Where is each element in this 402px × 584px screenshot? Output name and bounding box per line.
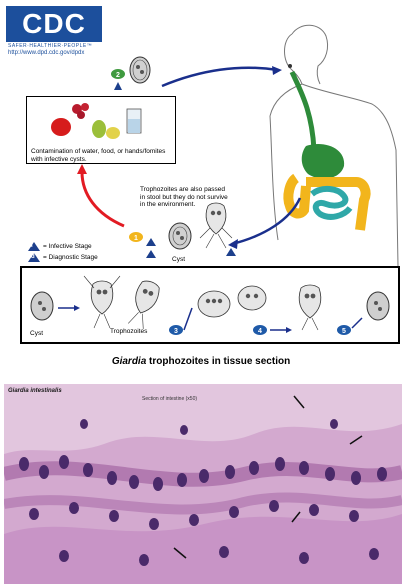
- legend: i = Infective Stage d = Diagnostic Stage: [28, 242, 98, 262]
- micrograph-label: Giardia intestinalis: [8, 388, 62, 394]
- infective-marker-top: [114, 82, 122, 90]
- stomach: [302, 144, 344, 179]
- cycle-illustration: 3 4 5: [22, 268, 398, 342]
- cycle-cyst-right: [367, 292, 389, 320]
- step-2-label: 2: [116, 72, 120, 79]
- diagnostic-marker-2: [146, 250, 156, 258]
- cycle-panel: 3 4 5: [20, 266, 400, 344]
- cycle-dividing-1: [198, 291, 230, 317]
- arrow-ingestion: [162, 68, 278, 86]
- cycle-trophozoite-2: [125, 278, 162, 330]
- cycle-dividing-2: [238, 286, 266, 310]
- step-1-label: 1: [134, 235, 138, 242]
- food-water-illustration: [27, 97, 175, 147]
- legend-diagnostic: d = Diagnostic Stage: [28, 253, 98, 262]
- cycle-trophozoite-1: [84, 276, 120, 328]
- micrograph: [4, 384, 402, 584]
- photo-title: Giardia trophozoites in tissue section: [0, 356, 402, 367]
- cycle-trophozoites-label: Trophozoites: [110, 328, 147, 335]
- legend-infective: i = Infective Stage: [28, 242, 98, 251]
- cycle-trophozoite-3: [299, 285, 321, 330]
- cycle-cyst-label: Cyst: [30, 330, 43, 337]
- cyst-top: [130, 57, 150, 83]
- diagnostic-stage-icon: d: [28, 253, 40, 262]
- esophagus: [292, 72, 314, 150]
- infective-stage-icon: i: [28, 242, 40, 251]
- step-3-label: 3: [174, 328, 178, 335]
- cycle-cyst-left: [31, 292, 53, 320]
- small-intestine: [312, 189, 350, 217]
- micrograph-sublabel: Section of intestine (x50): [142, 396, 197, 402]
- pear-icon: [92, 120, 106, 138]
- step-4-label: 4: [258, 328, 262, 335]
- arrow-contamination: [82, 172, 124, 226]
- cyst-label: Cyst: [172, 256, 185, 263]
- step-5-label: 5: [342, 328, 346, 335]
- diagnostic-marker-3: [226, 248, 236, 256]
- human-body-outline: [285, 34, 399, 266]
- trophozoite-bottom: [200, 203, 232, 248]
- apple-icon: [51, 118, 71, 136]
- micrograph-drawing: [4, 384, 402, 584]
- cyst-bottom: [169, 223, 191, 249]
- trophozoites-note: Trophozoites are also passed in stool bu…: [140, 186, 228, 209]
- diagnostic-marker-1: [146, 238, 156, 246]
- contamination-caption: Contamination of water, food, or hands/f…: [31, 148, 171, 163]
